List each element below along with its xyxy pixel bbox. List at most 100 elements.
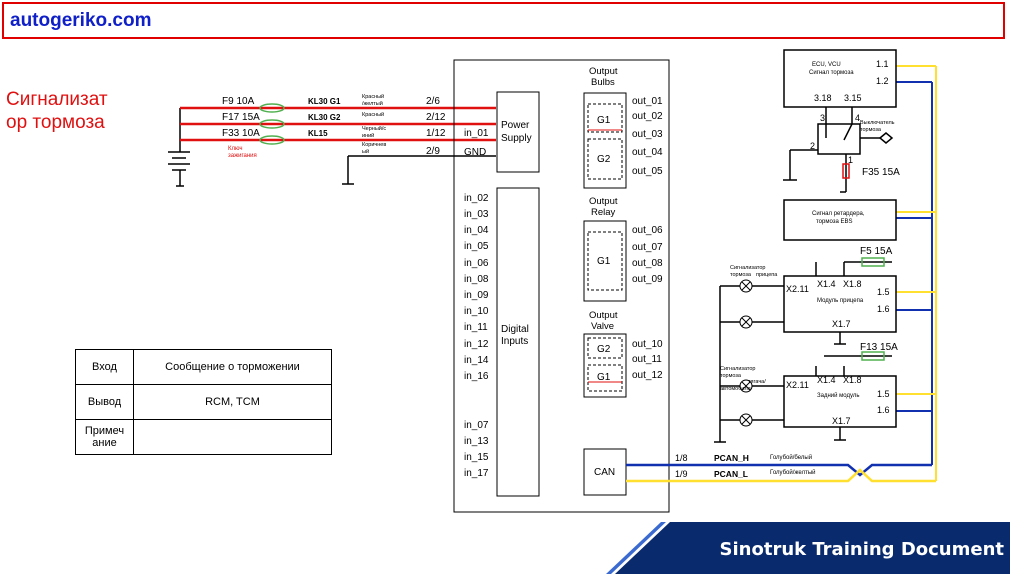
fuse-f17-label: F17 15A xyxy=(222,112,260,123)
pin-2-6: 2/6 xyxy=(426,96,440,107)
ecu-pin-1-1: 1.1 xyxy=(876,59,889,69)
signal-info-table: Вход Сообщение о торможении Вывод RCM, T… xyxy=(75,349,332,455)
ignition-key-label: Ключ xyxy=(228,146,243,152)
retarder-label-2: тормоза EBS xyxy=(816,219,853,225)
rear-module-block xyxy=(783,375,897,428)
pin-1-12: 1/12 xyxy=(426,128,446,139)
fuse-f9-label: F9 10A xyxy=(222,96,255,107)
switch-pin-1: 1 xyxy=(848,155,853,165)
table-key-line1: Примеч xyxy=(84,425,125,437)
central-module xyxy=(453,59,670,513)
table-key-line2: ание xyxy=(92,437,117,449)
trailer-module-wiring xyxy=(714,261,892,443)
output-label: out_12 xyxy=(632,370,663,381)
table-value xyxy=(133,419,332,455)
retarder-label: Сигнал ретардера, xyxy=(812,211,865,217)
output-label: out_07 xyxy=(632,242,663,253)
trailer-lamp-label-3: прицепа xyxy=(756,272,778,278)
valve-g1-label: G1 xyxy=(597,372,611,383)
bulbs-g2-label: G2 xyxy=(597,154,611,165)
trailer-module-label: Модуль прицепа xyxy=(817,298,864,304)
tractor-lamp-label-3: тягача/ xyxy=(748,379,766,385)
output-label: out_11 xyxy=(632,354,662,365)
ecu-label-2: Сигнал тормоза xyxy=(809,70,854,76)
table-value: Сообщение о торможении xyxy=(133,349,332,385)
valve-g2-box xyxy=(587,337,623,359)
rear-module-label: Задний модуль xyxy=(817,392,859,399)
rear-pin-x2-11: X2.11 xyxy=(786,380,809,390)
output-label: out_04 xyxy=(632,147,663,158)
trailer-pin-x2-11: X2.11 xyxy=(786,284,809,294)
trailer-lamp-label: Сигнализатор xyxy=(730,265,765,271)
footer-text: Sinotruk Training Document xyxy=(719,539,1004,560)
table-key: Примеч ание xyxy=(75,419,134,455)
input-label: in_16 xyxy=(464,371,489,382)
footer-banner: Sinotruk Training Document xyxy=(615,522,1010,574)
tractor-lamp-label-4: автомобиля xyxy=(720,386,751,392)
input-label: in_09 xyxy=(464,290,489,301)
input-label: in_04 xyxy=(464,225,489,236)
gnd-label: GND xyxy=(464,147,486,158)
relay-g1-label: G1 xyxy=(597,256,611,267)
valve-g2-label: G2 xyxy=(597,344,611,355)
digital-inputs-label: Digital xyxy=(501,324,529,335)
output-label: out_09 xyxy=(632,274,663,285)
kl30-g2-label: KL30 G2 xyxy=(308,113,341,122)
rear-pin-x1-4: X1.4 xyxy=(817,375,836,385)
bulbs-g1-box xyxy=(587,103,623,133)
ecu-pin-1-2: 1.2 xyxy=(876,76,889,86)
bulbs-g2-box xyxy=(587,138,623,180)
right-bus-lines xyxy=(896,65,937,481)
site-name[interactable]: autogeriko.com xyxy=(10,10,152,31)
power-supply-label-2: Supply xyxy=(501,133,532,144)
brake-switch-symbol xyxy=(783,107,894,193)
pin-2-12: 2/12 xyxy=(426,112,446,123)
table-row: Вывод RCM, TCM xyxy=(75,384,332,420)
pcan-h-color: Голубой/белый xyxy=(770,454,812,461)
ecu-label: ECU, VCU xyxy=(812,62,841,68)
output-label: out_01 xyxy=(632,96,663,107)
trailer-pin-1-6: 1.6 xyxy=(877,304,890,314)
output-valve-label-2: Valve xyxy=(591,321,614,332)
wire-color-4b: ый xyxy=(362,148,369,155)
power-supply-block xyxy=(496,91,540,173)
wire-color-3b: иний xyxy=(362,132,374,139)
switch-pin-2: 2 xyxy=(810,141,815,151)
input-label: in_05 xyxy=(464,241,489,252)
ecu-pin-3-15: 3.15 xyxy=(844,93,862,103)
output-bulbs-label-2: Bulbs xyxy=(591,77,615,88)
wire-color-3: Черный/с xyxy=(362,125,386,132)
valve-g1-box xyxy=(587,364,623,392)
battery-symbol xyxy=(168,108,190,187)
output-bulbs-label: Output xyxy=(589,66,618,77)
digital-inputs-label-2: Inputs xyxy=(501,336,528,347)
input-label: in_02 xyxy=(464,193,489,204)
wire-color-2: Красный xyxy=(362,111,384,118)
brake-switch-label: Выключатель xyxy=(860,120,895,126)
fuse-f35-label: F35 15A xyxy=(862,167,900,178)
output-relay-block xyxy=(583,220,627,302)
wire-color-1b: /желтый xyxy=(362,100,383,107)
output-bulbs-block xyxy=(583,92,627,189)
output-label: out_10 xyxy=(632,339,663,350)
can-block xyxy=(583,448,627,496)
input-label: in_11 xyxy=(464,322,488,333)
can-bus-wires xyxy=(626,463,936,483)
fuse-f5-label: F5 15A xyxy=(860,246,893,257)
table-value: RCM, TCM xyxy=(133,384,332,420)
trailer-pin-1-5: 1.5 xyxy=(877,287,890,297)
output-relay-label: Output xyxy=(589,196,618,207)
output-label: out_03 xyxy=(632,129,663,140)
ground-wire xyxy=(342,155,496,185)
input-label: in_14 xyxy=(464,355,489,366)
input-label: in_10 xyxy=(464,306,489,317)
pin-1-9: 1/9 xyxy=(675,469,688,479)
footer-banner-bg xyxy=(615,522,1010,574)
page-title-line1: Сигнализат xyxy=(6,89,108,110)
fuse-f13-label: F13 15A xyxy=(860,342,898,353)
output-label: out_06 xyxy=(632,225,663,236)
footer-banner-stripe xyxy=(606,522,666,574)
input-label: in_13 xyxy=(464,436,489,447)
digital-inputs-block xyxy=(496,187,540,497)
lamp-icon xyxy=(739,279,753,427)
